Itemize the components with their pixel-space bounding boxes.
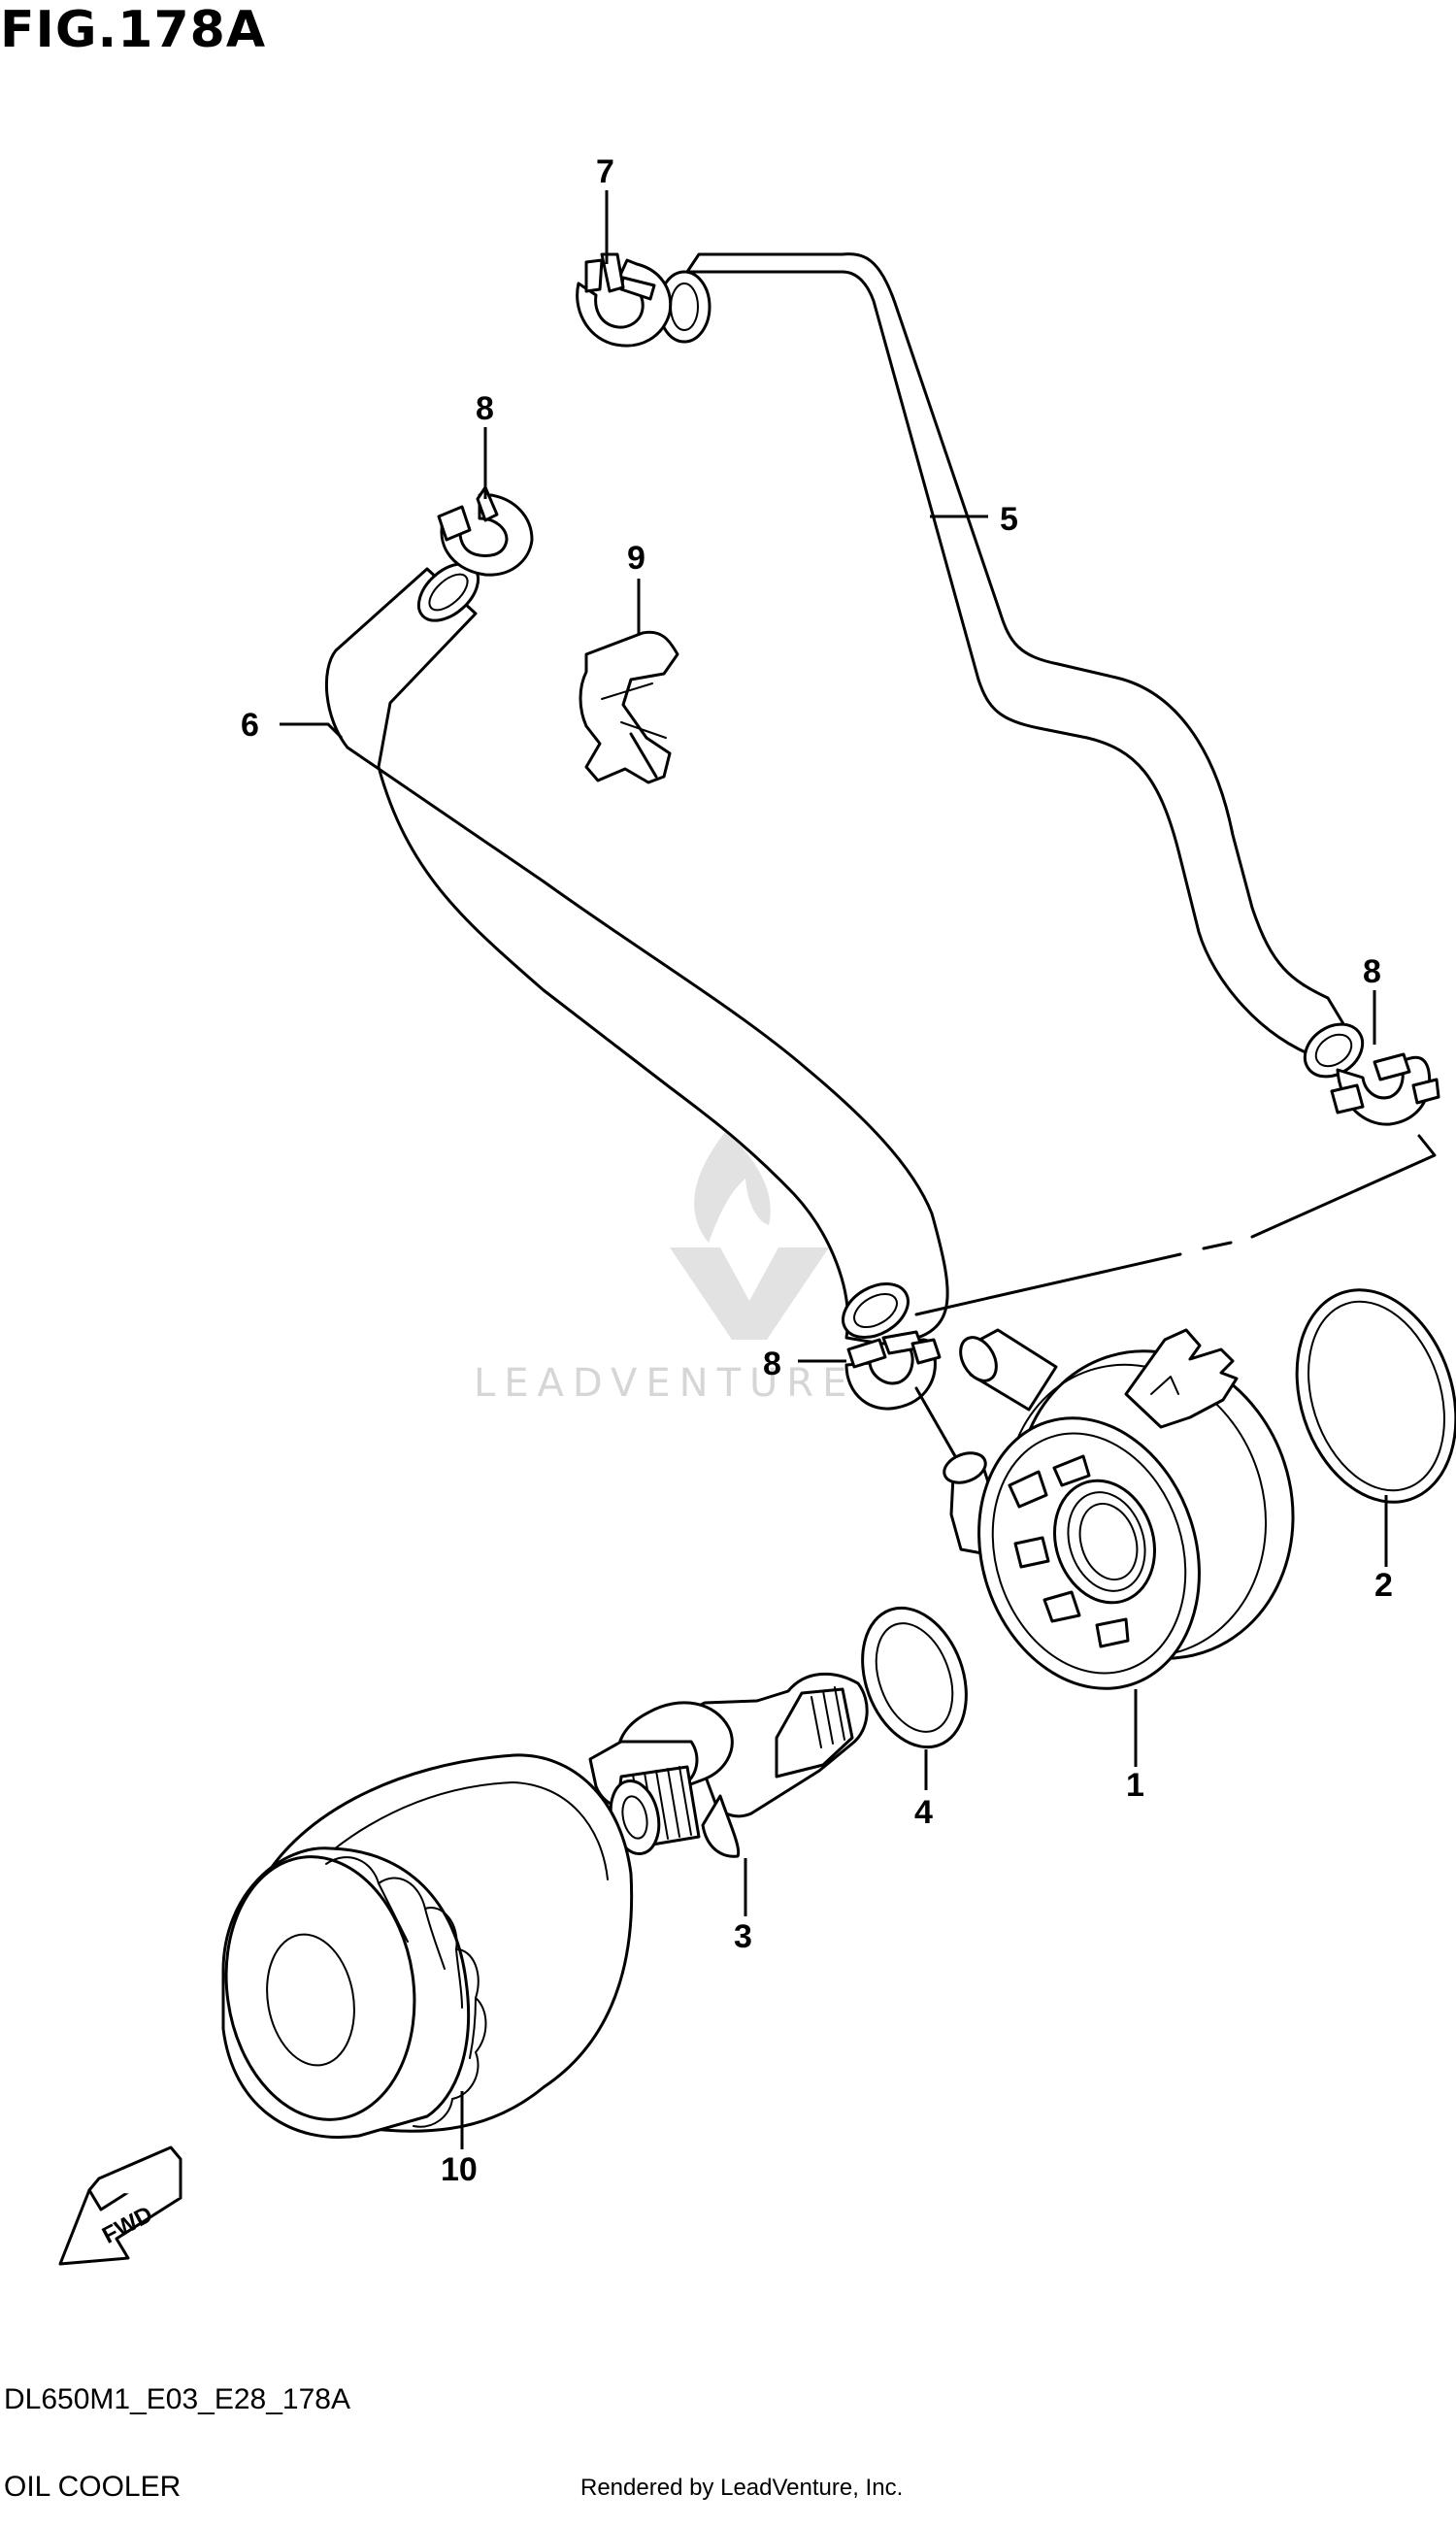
o-ring-2 xyxy=(1295,1288,1456,1504)
callout-labels: 7 8 9 5 6 8 8 2 1 4 3 10 xyxy=(241,153,1393,2188)
assembly-line-lower xyxy=(914,1386,957,1458)
hose-6 xyxy=(324,562,949,1346)
watermark-logo-icon xyxy=(670,1131,829,1340)
callout-2: 2 xyxy=(1374,1567,1393,1604)
render-credit: Rendered by LeadVenture, Inc. xyxy=(580,2475,904,2501)
callout-3: 3 xyxy=(734,1918,752,1955)
diagram-code: DL650M1_E03_E28_178A xyxy=(4,2383,350,2415)
oil-filter-10 xyxy=(221,1753,634,2139)
leader-lines xyxy=(280,190,1388,2149)
callout-6: 6 xyxy=(241,707,259,744)
callout-1: 1 xyxy=(1126,1767,1144,1804)
callout-8-right: 8 xyxy=(1363,953,1381,990)
callout-4: 4 xyxy=(914,1794,933,1831)
watermark-text: LEADVENTURE xyxy=(474,1361,855,1406)
hose-5 xyxy=(657,252,1365,1079)
clamp-8-lower xyxy=(844,1330,942,1411)
watermark: LEADVENTURE xyxy=(474,1131,855,1406)
callout-10: 10 xyxy=(441,2151,478,2188)
o-ring-4 xyxy=(861,1606,968,1749)
callout-8-upper: 8 xyxy=(476,390,494,427)
clamp-8-right xyxy=(1330,1052,1440,1126)
callout-9: 9 xyxy=(627,540,645,577)
assembly-line xyxy=(914,1134,1437,1316)
section-name: OIL COOLER xyxy=(4,2471,182,2503)
callout-8-lower: 8 xyxy=(763,1346,781,1382)
union-bolt-3 xyxy=(588,1672,869,1858)
callout-7: 7 xyxy=(596,153,614,190)
callout-5: 5 xyxy=(1000,501,1018,538)
clamp-8-upper xyxy=(437,485,534,577)
oil-cooler-1 xyxy=(943,1328,1295,1690)
figure-title: FIG.178A xyxy=(0,1,267,59)
clamp-7 xyxy=(576,252,673,348)
bracket-9 xyxy=(579,630,679,784)
fwd-direction-arrow: FWD xyxy=(58,2145,182,2266)
